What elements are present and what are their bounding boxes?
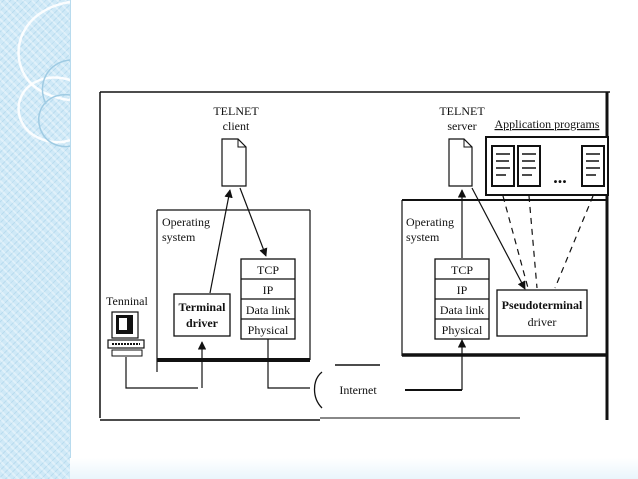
- ellipsis-label: ...: [553, 167, 567, 187]
- telnet-client-label-1: TELNET: [213, 104, 259, 118]
- pseudoterminal-driver-label-2: driver: [528, 315, 557, 329]
- right-flow-arrows: [457, 187, 526, 390]
- left-stack-physical: Physical: [248, 323, 289, 337]
- internet-label: Internet: [339, 383, 377, 397]
- right-stack-tcp: TCP: [451, 263, 473, 277]
- left-flow-arrows: [197, 187, 310, 389]
- right-stack-ip: IP: [457, 283, 468, 297]
- terminal-label: Tenninal: [106, 294, 148, 308]
- terminal-computer-icon: [107, 311, 145, 357]
- application-programs-label: Application programs: [495, 117, 600, 131]
- slide-bottom-strip: [70, 458, 638, 479]
- terminal-driver-label-2: driver: [186, 316, 219, 330]
- os-right-label-2: system: [406, 230, 440, 244]
- left-protocol-stack: [240, 258, 296, 340]
- right-stack-data-link: Data link: [440, 303, 484, 317]
- os-left-label-1: Operating: [162, 215, 210, 229]
- app-program-icon-2: [517, 145, 541, 187]
- app-program-icon-1: [491, 145, 515, 187]
- right-stack-physical: Physical: [442, 323, 483, 337]
- terminal-driver-label-1: Terminal: [179, 300, 227, 314]
- telnet-server-label-2: server: [447, 119, 476, 133]
- sidebar-swirl-decoration: [17, 0, 70, 148]
- application-programs-box: ...: [485, 136, 609, 196]
- dashed-app-connections: [502, 195, 594, 289]
- os-right-label-1: Operating: [406, 215, 454, 229]
- app-program-icon-3: [581, 145, 605, 187]
- pseudoterminal-driver-label-1: Pseudoterminal: [502, 298, 583, 312]
- telnet-client-label-2: client: [223, 119, 250, 133]
- terminal-cable: [125, 357, 198, 389]
- slide-sidebar: [0, 0, 71, 479]
- os-left-label-2: system: [162, 230, 196, 244]
- pseudoterminal-driver-box: [496, 289, 588, 337]
- right-protocol-stack: [434, 258, 490, 340]
- telnet-client-document-icon: [221, 138, 247, 187]
- left-stack-tcp: TCP: [257, 263, 279, 277]
- left-stack-data-link: Data link: [246, 303, 290, 317]
- left-stack-ip: IP: [263, 283, 274, 297]
- outer-frame: [99, 91, 610, 421]
- internet-connection: [313, 364, 462, 409]
- left-os-box: [156, 209, 311, 372]
- terminal-driver-box: [173, 293, 231, 337]
- telnet-server-document-icon: [448, 138, 473, 187]
- telnet-server-label-1: TELNET: [439, 104, 485, 118]
